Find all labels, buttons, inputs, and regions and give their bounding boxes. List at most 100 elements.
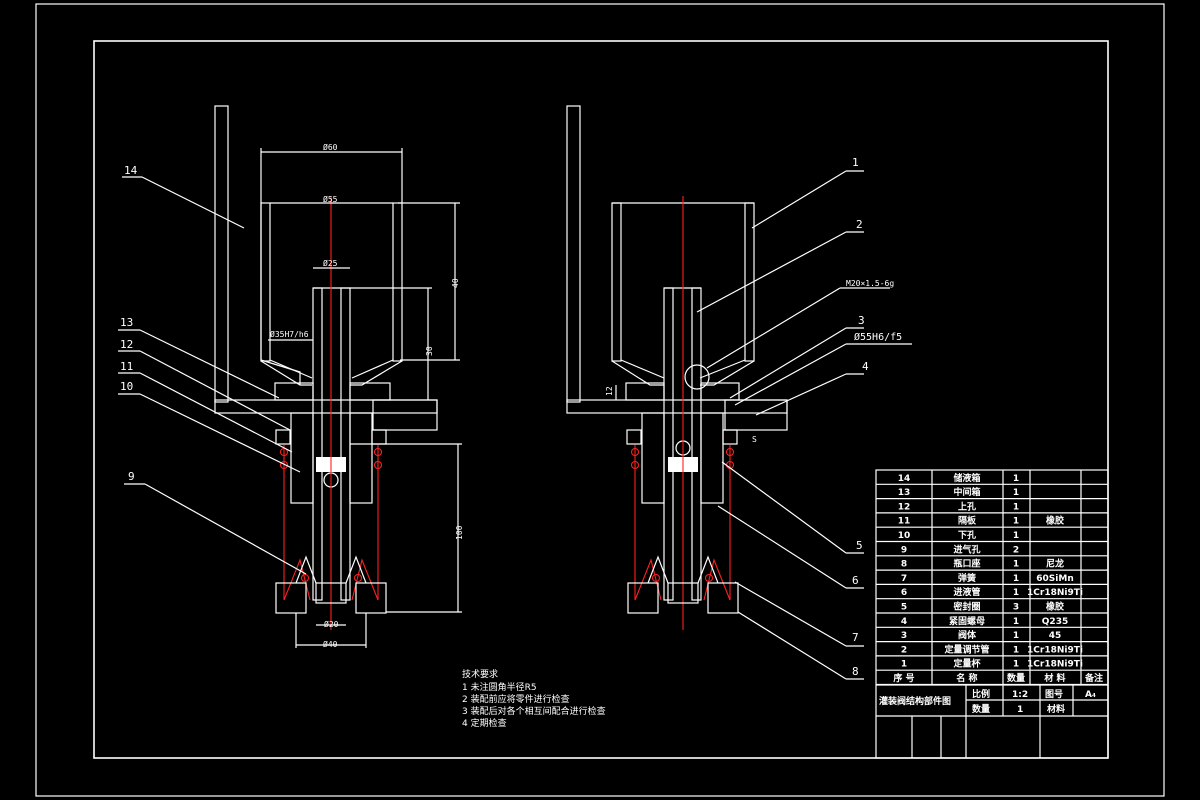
- parts-row-qty: 1: [1013, 588, 1019, 598]
- inner-frame: [93, 40, 1109, 759]
- parts-row-no: 10: [898, 531, 911, 541]
- parts-row-mat: Q235: [1042, 617, 1068, 627]
- sheet-label: 图号: [1045, 689, 1063, 700]
- technical-notes: 技术要求 1 未注圆角半径R5 2 装配前应将零件进行检查 3 装配后对各个相互…: [462, 668, 606, 729]
- parts-row-mat: 45: [1049, 631, 1062, 641]
- title-block: 灌装阀结构部件图 比例 1:2 图号 A₄ 数量 1 材料: [879, 688, 1096, 715]
- dim-thread: M20×1.5-6g: [846, 279, 894, 288]
- balloon-12: 12: [120, 338, 133, 351]
- parts-row-qty: 1: [1013, 517, 1019, 527]
- scale-value: 1:2: [1012, 690, 1028, 700]
- balloon-9: 9: [128, 470, 135, 483]
- drawing-name: 灌装阀结构部件图: [879, 695, 951, 707]
- parts-row-no: 4: [901, 617, 907, 627]
- dim-d35: Ø35H7/h6: [270, 329, 309, 339]
- parts-header-no: 序 号: [893, 672, 914, 684]
- parts-row-mat: 1Cr18Ni9Ti: [1027, 588, 1083, 598]
- parts-row-mat: 1Cr18Ni9Ti: [1027, 645, 1083, 655]
- dim-small: 12: [605, 386, 614, 396]
- parts-row-qty: 1: [1013, 645, 1019, 655]
- dim-d40: Ø40: [323, 639, 338, 649]
- balloon-2: 2: [856, 218, 863, 231]
- note-2: 2 装配前应将零件进行检查: [462, 693, 570, 705]
- notes-title: 技术要求: [462, 668, 498, 680]
- parts-row-mat: 1Cr18Ni9Ti: [1027, 660, 1083, 670]
- balloon-11: 11: [120, 360, 133, 373]
- parts-row-no: 7: [901, 574, 907, 584]
- parts-row-name: 定量调节管: [943, 643, 989, 655]
- outer-border: [35, 3, 1165, 797]
- right-dimensions: M20×1.5-6g Ø55H6/f5 12 S: [605, 279, 902, 444]
- parts-row-no: 3: [901, 631, 907, 641]
- dim-d60: Ø60: [323, 142, 338, 152]
- parts-header-mat: 材 料: [1043, 672, 1065, 684]
- dim-d20: Ø20: [324, 619, 339, 629]
- material-label: 材料: [1046, 703, 1065, 715]
- parts-row-qty: 1: [1013, 617, 1019, 627]
- balloon-6: 6: [852, 574, 859, 587]
- parts-row-name: 隔板: [958, 515, 977, 527]
- parts-row-no: 11: [898, 517, 911, 527]
- parts-row-name: 进气孔: [953, 543, 980, 555]
- parts-row-mat: 橡胶: [1046, 601, 1064, 613]
- parts-row-qty: 1: [1013, 574, 1019, 584]
- balloon-10: 10: [120, 380, 133, 393]
- left-balloons: 14 13 12 11 10 9: [120, 164, 138, 483]
- balloon-8: 8: [852, 665, 859, 678]
- parts-row-name: 定量杯: [952, 658, 981, 670]
- parts-row-name: 下孔: [958, 529, 976, 541]
- note-4: 4 定期检查: [462, 717, 507, 729]
- dim-fit: Ø55H6/f5: [854, 331, 902, 343]
- parts-row-no: 9: [901, 545, 907, 555]
- parts-row-qty: 1: [1013, 560, 1019, 570]
- parts-row-name: 进液管: [953, 586, 980, 598]
- parts-row-name: 阀体: [958, 629, 977, 641]
- parts-row-name: 弹簧: [958, 572, 976, 584]
- note-3: 3 装配后对各个相互间配合进行检查: [462, 705, 606, 717]
- parts-row-qty: 2: [1013, 545, 1019, 555]
- parts-row-qty: 1: [1013, 531, 1019, 541]
- parts-header-name: 名 称: [956, 672, 977, 684]
- parts-row-name: 上孔: [958, 500, 976, 512]
- balloon-13: 13: [120, 316, 133, 329]
- left-section-view: [118, 105, 462, 648]
- balloon-5: 5: [856, 539, 863, 552]
- parts-row-mat: 尼龙: [1046, 558, 1064, 570]
- right-section-view: [566, 105, 912, 680]
- parts-row-qty: 1: [1013, 488, 1019, 498]
- balloon-3: 3: [858, 314, 865, 327]
- dim-v40: 40: [451, 278, 460, 288]
- note-1: 1 未注圆角半径R5: [462, 681, 537, 693]
- parts-row-qty: 1: [1013, 660, 1019, 670]
- parts-row-no: 14: [898, 474, 911, 484]
- parts-row-no: 2: [901, 645, 907, 655]
- parts-row-qty: 3: [1013, 603, 1019, 613]
- parts-row-qty: 1: [1013, 631, 1019, 641]
- right-balloons: 1 2 3 4 5 6 7 8: [852, 156, 869, 678]
- balloon-1: 1: [852, 156, 859, 169]
- dim-d25: Ø25: [323, 258, 338, 268]
- parts-row-qty: 1: [1013, 502, 1019, 512]
- dim-v30: 30: [425, 346, 434, 356]
- parts-header-note: 备注: [1084, 672, 1103, 684]
- dim-s: S: [752, 435, 757, 444]
- parts-row-mat: 橡胶: [1046, 515, 1064, 527]
- balloon-4: 4: [862, 360, 869, 373]
- parts-row-no: 6: [901, 588, 907, 598]
- parts-row-no: 8: [901, 560, 907, 570]
- parts-row-name: 储液箱: [953, 472, 980, 484]
- balloon-14: 14: [124, 164, 138, 177]
- balloon-7: 7: [852, 631, 859, 644]
- parts-row-no: 1: [901, 660, 907, 670]
- parts-header-qty: 数量: [1007, 672, 1025, 684]
- parts-row-mat: 60SiMn: [1036, 574, 1073, 584]
- qty-value: 1: [1017, 705, 1023, 715]
- parts-row-no: 5: [901, 603, 907, 613]
- sheet-value: A₄: [1085, 690, 1096, 700]
- parts-row-name: 中间箱: [953, 486, 980, 498]
- parts-row-no: 13: [898, 488, 911, 498]
- parts-row-name: 密封圈: [952, 601, 980, 613]
